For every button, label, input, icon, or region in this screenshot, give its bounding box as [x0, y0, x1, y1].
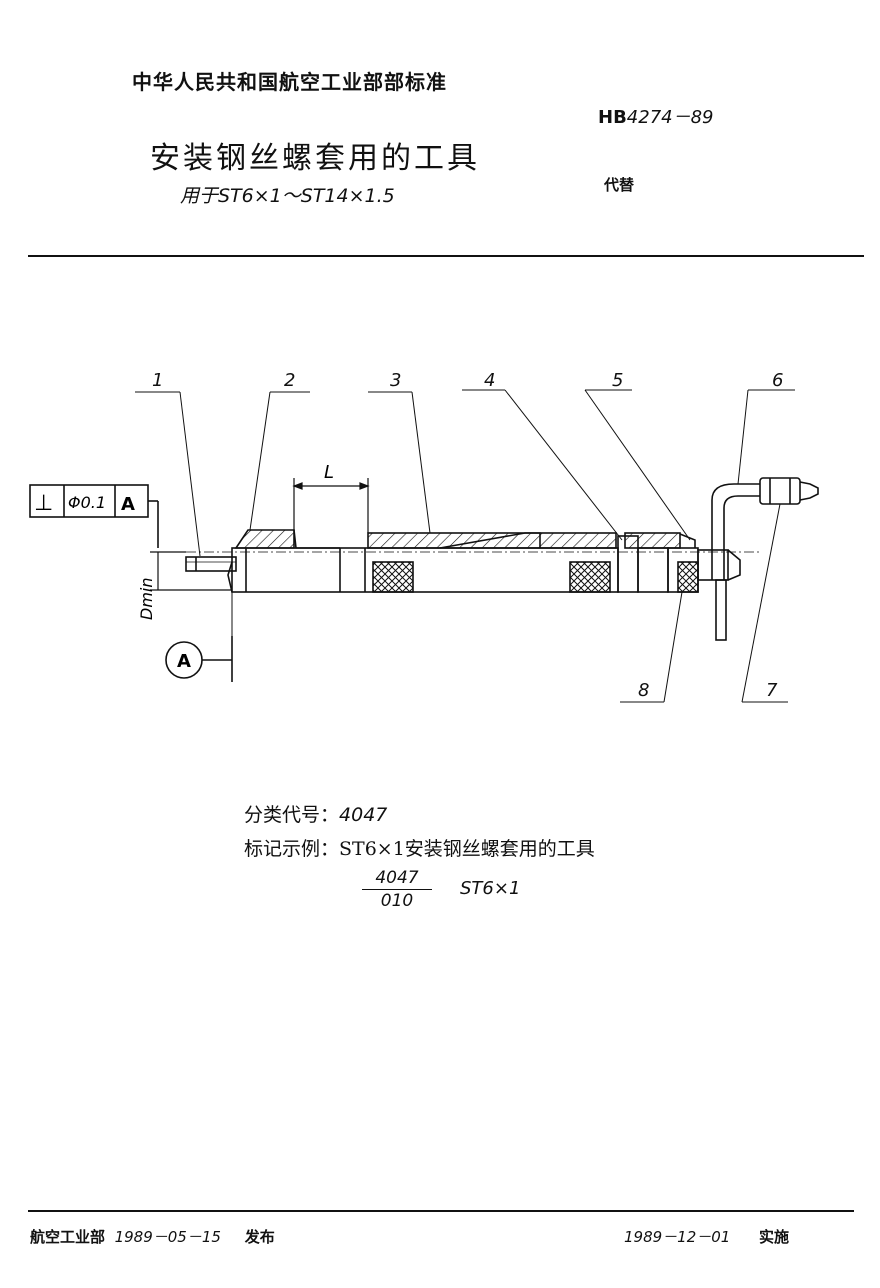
- standard-code: HB4274－89: [598, 103, 714, 129]
- fraction-denominator: 010: [380, 891, 414, 911]
- effective-date: 1989－12－01: [624, 1228, 731, 1246]
- perpendicularity-icon: ⊥: [34, 491, 53, 516]
- callout-1: 1: [152, 370, 163, 391]
- tolerance-value: Φ0.1: [68, 493, 106, 512]
- dimension-dmin-label: Dmin: [137, 578, 156, 621]
- callout-8: 8: [638, 680, 649, 701]
- callout-6: 6: [772, 370, 783, 391]
- callout-4: 4: [484, 370, 495, 391]
- fraction-numerator: 4047: [362, 868, 432, 890]
- marking-value: ST6×1安装钢丝螺套用的工具: [339, 838, 595, 860]
- tool-drawing: L Dmin ⊥ Φ0.1 A A 1 2 3 4 5: [29, 370, 819, 703]
- fraction-suffix: ST6×1: [460, 878, 521, 899]
- issuing-ministry: 中华人民共和国航空工业部部标准: [132, 70, 447, 94]
- issue-date: 1989－05－15: [114, 1228, 221, 1246]
- document-subtitle: 用于ST6×1～ST14×1.5: [180, 185, 395, 207]
- classification-label: 分类代号：: [244, 804, 340, 826]
- effective-label: 实施: [758, 1228, 789, 1246]
- standard-code-prefix: HB: [598, 107, 627, 128]
- callout-3: 3: [390, 370, 401, 391]
- standard-code-number: 4274－89: [626, 107, 714, 128]
- issue-info: 航空工业部 1989－05－15 发布: [30, 1226, 275, 1247]
- tolerance-datum: A: [121, 494, 135, 515]
- classification-value: 4047: [339, 804, 388, 826]
- footer-rule: [28, 1210, 854, 1212]
- marking-line: 标记示例：ST6×1安装钢丝螺套用的工具: [244, 834, 595, 861]
- datum-a-label: A: [177, 651, 191, 672]
- classification-line: 分类代号：4047: [244, 800, 387, 827]
- issuer: 航空工业部: [30, 1228, 106, 1246]
- dimension-l-label: L: [324, 462, 334, 483]
- marking-label: 标记示例：: [244, 838, 340, 860]
- header-rule: [28, 255, 864, 257]
- effective-info: 1989－12－01 实施: [624, 1226, 789, 1247]
- replaces-label: 代替: [604, 176, 635, 194]
- callout-7: 7: [766, 680, 778, 701]
- callout-5: 5: [612, 370, 623, 391]
- issue-label: 发布: [244, 1228, 275, 1246]
- callout-2: 2: [284, 370, 295, 391]
- document-title: 安装钢丝螺套用的工具: [150, 141, 480, 176]
